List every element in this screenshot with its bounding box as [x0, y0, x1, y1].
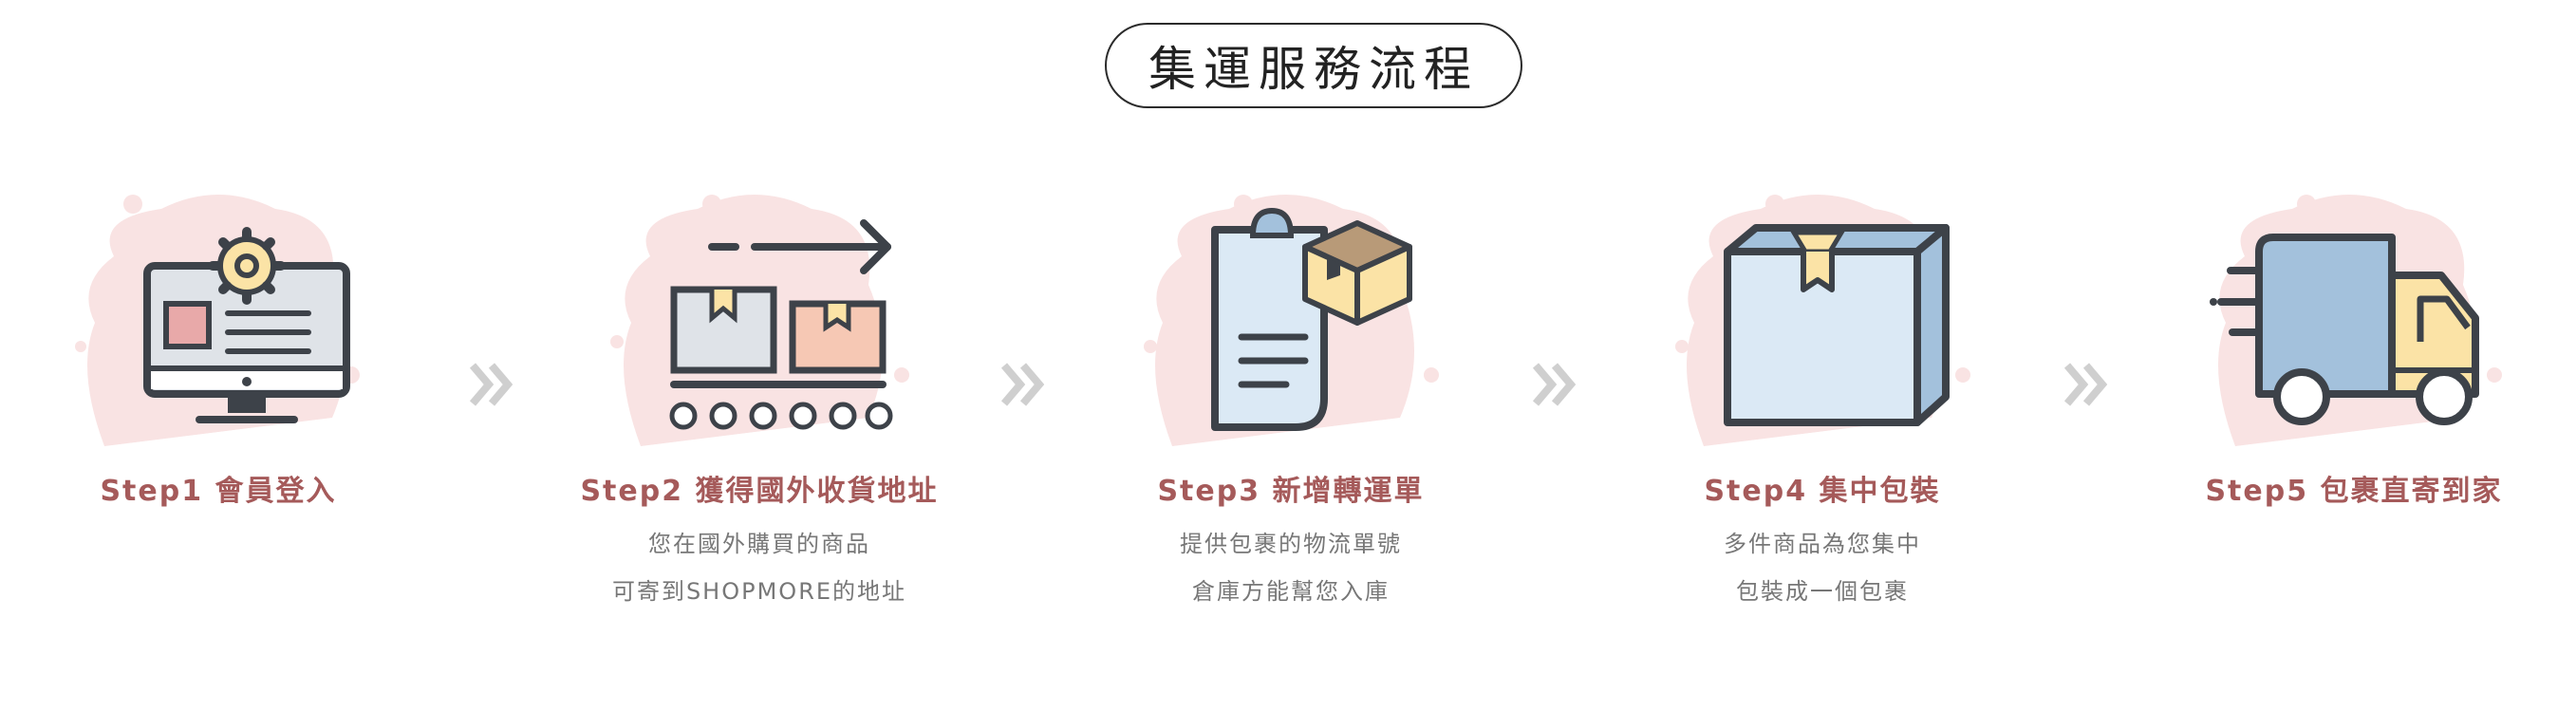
step-2: Step2 獲得國外收貨地址 您在國外購買的商品 可寄到SHOPMORE的地址 [569, 180, 949, 615]
step-description: 提供包裹的物流單號 倉庫方能幫您入庫 [1101, 520, 1481, 615]
step-description-line: 包裝成一個包裹 [1736, 578, 1909, 605]
step-title: Step2 獲得國外收貨地址 [580, 475, 939, 508]
step-title: Step1 會員登入 [100, 475, 337, 508]
step-description-line: 倉庫方能幫您入庫 [1192, 578, 1390, 605]
page-title: 集運服務流程 [1105, 23, 1522, 108]
step-title: Step5 包裹直寄到家 [2205, 475, 2503, 508]
computer-gear-icon [57, 180, 380, 456]
step-description: 您在國外購買的商品 可寄到SHOPMORE的地址 [569, 520, 949, 615]
conveyor-boxes-icon [598, 180, 921, 456]
double-chevron-right-icon [465, 356, 522, 413]
package-box-icon [1661, 180, 1984, 456]
double-chevron-right-icon [1528, 356, 1585, 413]
step-description-line: 您在國外購買的商品 [648, 531, 870, 557]
clipboard-package-icon [1129, 180, 1452, 456]
step-title: Step4 集中包裝 [1704, 475, 1941, 508]
step-description-line: 可寄到SHOPMORE的地址 [611, 578, 907, 605]
step-description-line: 多件商品為您集中 [1724, 531, 1921, 557]
step-description-line: 提供包裹的物流單號 [1180, 531, 1402, 557]
delivery-truck-icon [2193, 180, 2515, 456]
step-1: Step1 會員登入 [28, 180, 408, 509]
step-title: Step3 新增轉運單 [1157, 475, 1425, 508]
step-4: Step4 集中包裝 多件商品為您集中 包裝成一個包裹 [1633, 180, 2012, 615]
step-description: 多件商品為您集中 包裝成一個包裹 [1633, 520, 2012, 615]
step-5: Step5 包裹直寄到家 [2164, 180, 2544, 509]
double-chevron-right-icon [2060, 356, 2117, 413]
double-chevron-right-icon [997, 356, 1054, 413]
step-3: Step3 新增轉運單 提供包裹的物流單號 倉庫方能幫您入庫 [1101, 180, 1481, 615]
